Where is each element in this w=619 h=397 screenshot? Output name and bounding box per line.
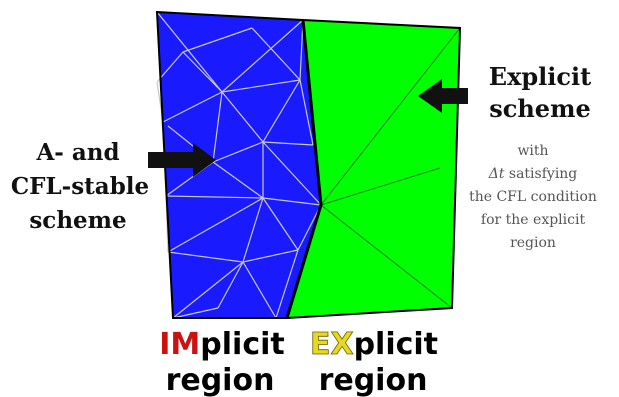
implicit-mesh-edge xyxy=(262,79,301,143)
delta-t-symbol: Δt xyxy=(488,166,505,182)
implicit-mesh-edge xyxy=(262,141,314,146)
explicit-mesh-edge xyxy=(320,167,441,206)
explicit-mesh-edge xyxy=(320,27,461,206)
implicit-mesh-edge xyxy=(242,261,277,319)
implicit-mesh-edge xyxy=(221,91,264,143)
explicit-annotation-title-line2: scheme xyxy=(489,94,591,123)
explicit-region xyxy=(287,20,460,318)
implicit-mesh-edge xyxy=(172,307,219,319)
explicit-prefix: EX xyxy=(310,327,354,362)
implicit-mesh-edge xyxy=(217,261,244,309)
explicit-note-line5: region xyxy=(510,235,556,251)
implicit-region-label-line1: IMplicit xyxy=(159,327,284,362)
implicit-mesh-edge xyxy=(212,161,264,199)
implicit-mesh-edge xyxy=(242,249,299,263)
explicit-suffix: plicit xyxy=(354,327,438,362)
implicit-mesh-edge xyxy=(221,79,301,93)
implicit-mesh-edge xyxy=(212,141,264,163)
explicit-mesh-edge xyxy=(320,204,453,309)
implicit-mesh-edge xyxy=(221,19,304,93)
explicit-note-line3: the CFL condition xyxy=(469,189,597,205)
implicit-mesh-edge xyxy=(162,91,223,123)
implicit-mesh-edge xyxy=(275,249,299,319)
explicit-region-label-line2: region xyxy=(319,363,428,397)
implicit-mesh-edge xyxy=(251,27,301,81)
region-interface xyxy=(285,19,323,319)
implicit-mesh-edge xyxy=(262,141,322,206)
explicit-note-line1: with xyxy=(517,143,548,159)
implicit-annotation-line3: scheme xyxy=(29,207,126,234)
explicit-note-line4: for the explicit xyxy=(481,212,586,228)
implicit-mesh-edge xyxy=(212,91,223,163)
implicit-mesh-edge xyxy=(262,197,299,251)
explicit-note-line2: Δt satisfying xyxy=(488,166,578,182)
implicit-mesh-edge xyxy=(172,261,244,319)
implicit-region-label-line2: region xyxy=(166,363,275,397)
implicit-mesh-edge xyxy=(182,27,253,53)
implicit-mesh-edge xyxy=(167,251,244,263)
implicit-mesh-edge xyxy=(297,204,322,251)
implicit-region xyxy=(157,12,321,318)
implicit-mesh-edge xyxy=(167,197,264,253)
implicit-mesh-edge xyxy=(242,197,264,263)
explicit-annotation-title-line1: Explicit xyxy=(489,62,591,91)
arrow-left-icon xyxy=(418,79,468,113)
implicit-mesh-edge xyxy=(165,195,264,199)
implicit-mesh-edge xyxy=(299,79,314,146)
explicit-mesh xyxy=(320,27,461,309)
implicit-mesh-edge xyxy=(156,11,223,93)
implicit-annotation-line1: A- and xyxy=(35,139,119,166)
implicit-suffix: plicit xyxy=(200,327,284,362)
arrow-right-icon xyxy=(148,143,216,177)
implicit-mesh-edge xyxy=(182,51,223,93)
implicit-prefix: IM xyxy=(159,327,200,362)
implicit-mesh-edge xyxy=(262,197,322,206)
explicit-region-label-line1: EXplicit xyxy=(310,327,438,362)
explicit-note-line2-rest: satisfying xyxy=(504,166,577,182)
implicit-annotation-line2: CFL-stable xyxy=(11,173,149,200)
